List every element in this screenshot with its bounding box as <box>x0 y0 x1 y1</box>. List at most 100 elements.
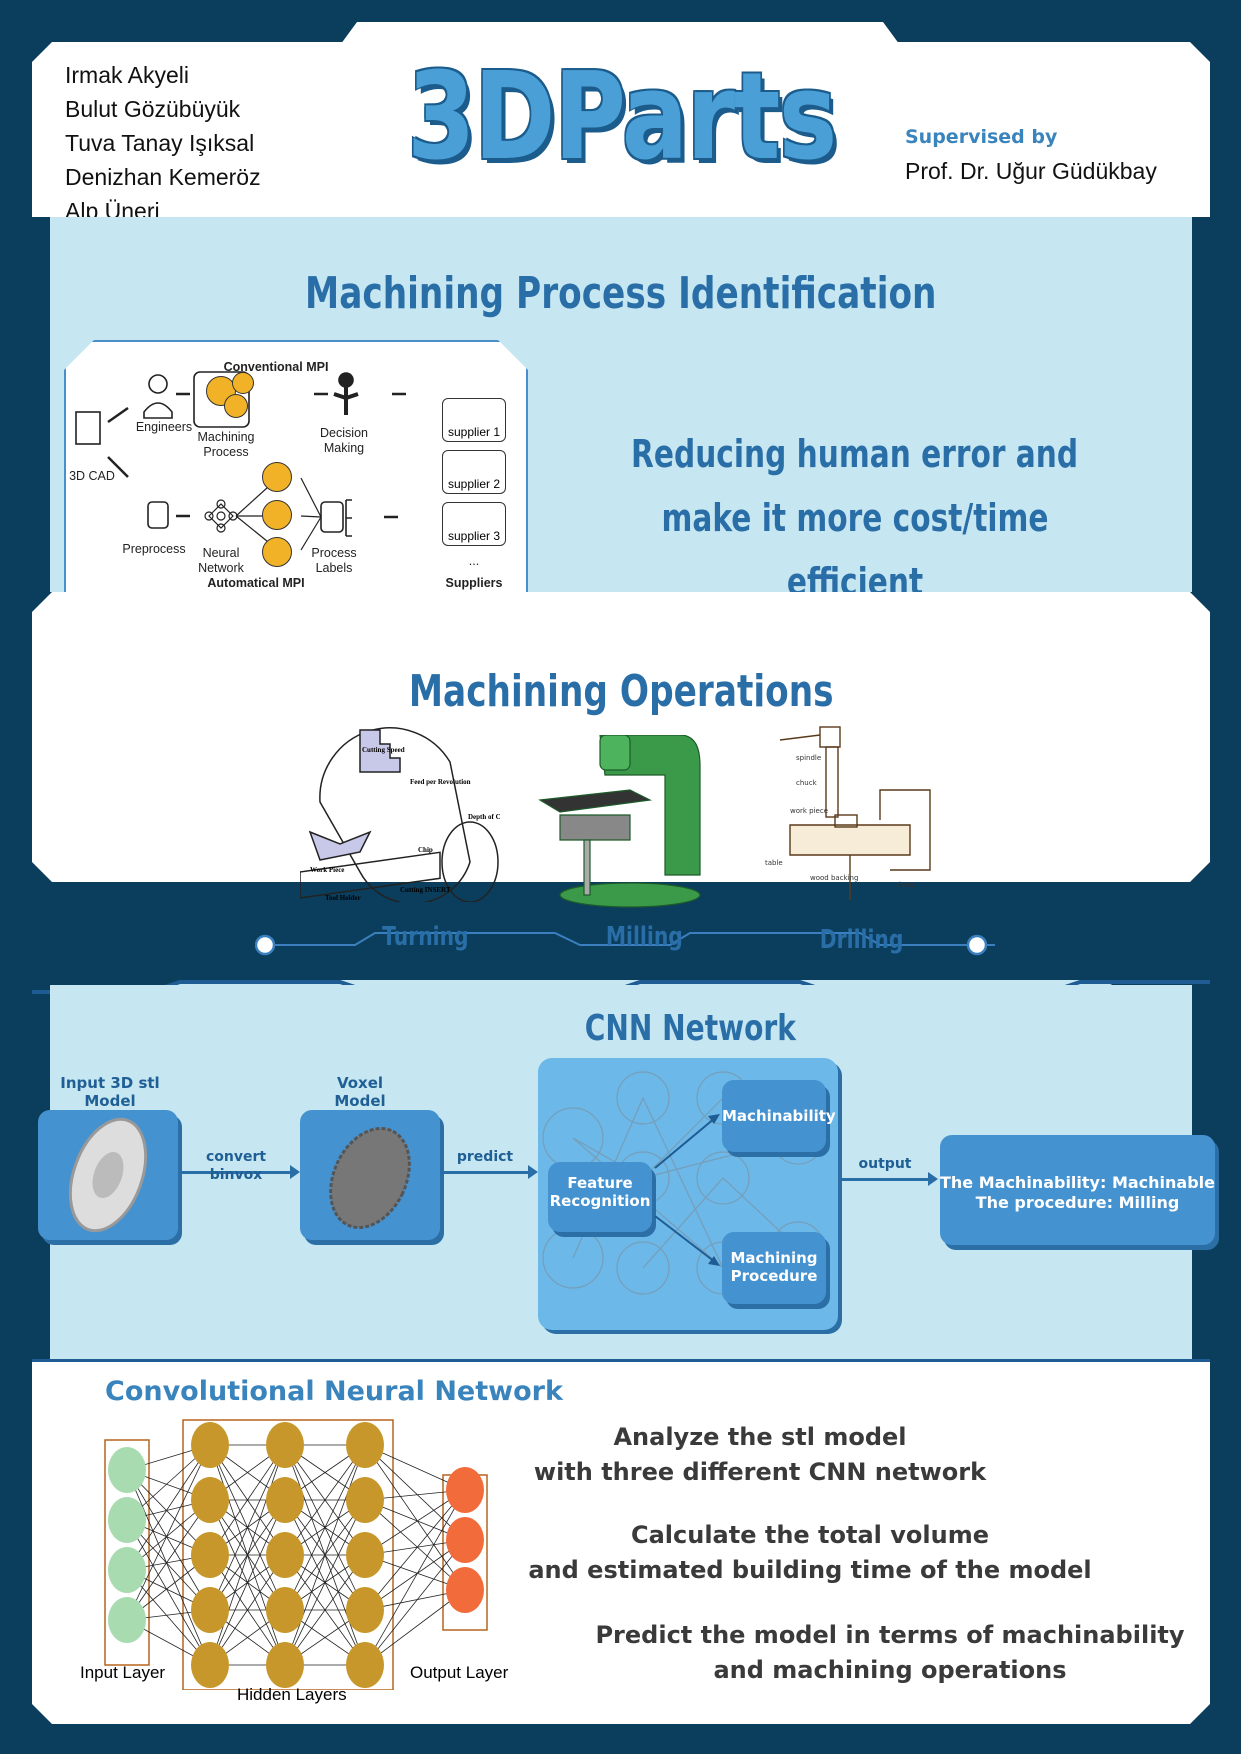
author: Bulut Gözübüyük <box>65 96 241 122</box>
hidden-neuron <box>191 1477 229 1523</box>
mpi-diagram: Conventional MPI Engineers Machining Pro… <box>64 340 528 632</box>
supervisor-name: Prof. Dr. Uğur Güdükbay <box>905 158 1157 184</box>
convert-arrow <box>180 1165 300 1179</box>
output-neuron <box>446 1517 484 1563</box>
output-layer-label: Output Layer <box>410 1663 509 1682</box>
connection <box>364 1489 466 1611</box>
drilling-label: work piece <box>790 807 828 815</box>
drilling-label: chuck <box>796 779 818 787</box>
hidden-neuron <box>191 1642 229 1688</box>
input-model-box <box>38 1110 178 1240</box>
turning-label: Depth of Cut <box>468 813 500 821</box>
connection <box>364 1539 466 1611</box>
process-labels-label: Process Labels <box>311 546 357 575</box>
connection <box>126 1444 211 1571</box>
preprocess-label: Preprocess <box>122 542 186 556</box>
output-arrow <box>842 1172 938 1186</box>
connection <box>364 1499 466 1591</box>
connection <box>364 1589 466 1666</box>
op-turning: Turning <box>382 922 469 952</box>
voxel-label: Voxel Model <box>334 1074 386 1110</box>
hidden-neuron <box>266 1532 304 1578</box>
connection <box>126 1519 211 1666</box>
author: Denizhan Kemeröz <box>65 164 261 190</box>
hidden-neuron <box>346 1587 384 1633</box>
turning-label: Tool Holder <box>325 894 361 902</box>
conventional-label: Conventional MPI <box>223 360 329 374</box>
supervised-label: Supervised by <box>905 126 1058 148</box>
connection <box>364 1444 466 1591</box>
connection <box>284 1444 366 1556</box>
connection <box>209 1554 286 1666</box>
input-layer-frame <box>104 1439 150 1666</box>
author-list: Irmak Akyeli Bulut Gözübüyük Tuva Tanay … <box>65 58 261 228</box>
engineers-label: Engineers <box>135 420 193 434</box>
automatical-label: Automatical MPI <box>207 576 305 590</box>
operations-timeline <box>255 932 995 956</box>
input-label: Input 3D stl Model <box>60 1074 160 1110</box>
turning-illustration: Cutting Speed Feed per Revolution Depth … <box>300 727 500 902</box>
connection <box>284 1554 366 1666</box>
input-neuron <box>108 1547 146 1593</box>
bullet-point: Predict the model in terms of machinabil… <box>595 1621 1185 1684</box>
input-neuron <box>108 1497 146 1543</box>
ellipsis: ... <box>468 554 480 568</box>
machining-process-label: Machining Process <box>197 430 255 459</box>
result-procedure: The procedure: Milling <box>975 1193 1180 1212</box>
drilling-label: clamp <box>895 881 917 889</box>
voxel-model-icon <box>329 1126 411 1230</box>
hidden-layers-frame <box>182 1419 394 1690</box>
output-neuron <box>446 1567 484 1613</box>
connection <box>284 1444 366 1666</box>
connection <box>364 1539 466 1666</box>
hidden-neuron <box>266 1422 304 1468</box>
drilling-label: spindle <box>796 754 821 762</box>
turning-label: Cutting INSERT <box>400 886 451 894</box>
output-label: output <box>858 1156 912 1172</box>
cnn-title: Convolutional Neural Network <box>105 1376 563 1407</box>
output-neuron <box>446 1467 484 1513</box>
milling-illustration <box>538 735 701 908</box>
input-layer-label: Input Layer <box>80 1663 166 1682</box>
connection <box>284 1499 366 1666</box>
connection <box>209 1444 286 1611</box>
hidden-neuron <box>346 1642 384 1688</box>
connection <box>364 1489 466 1666</box>
result-box: The Machinability: Machinable The proced… <box>940 1135 1215 1245</box>
gear-model-icon <box>68 1117 148 1233</box>
predict-arrow <box>442 1165 538 1179</box>
header <box>32 42 1210 217</box>
hidden-layers-label: Hidden Layers <box>237 1685 347 1704</box>
convert-label: convert binvox <box>205 1149 267 1183</box>
drilling-illustration: spindle chuck work piece table wood back… <box>765 726 931 900</box>
author: Irmak Akyeli <box>65 62 189 88</box>
drilling-label: wood backing <box>810 874 858 882</box>
connection <box>126 1469 211 1611</box>
mpi-title: Machining Process Identification <box>305 268 937 319</box>
neural-network-diagram <box>104 1419 488 1690</box>
hidden-neuron <box>346 1532 384 1578</box>
turning-label: Chip <box>418 846 433 854</box>
section-divider <box>32 980 1210 994</box>
connection <box>364 1444 466 1541</box>
mpi-diagram-shapes <box>75 371 406 551</box>
connection <box>126 1444 211 1621</box>
hidden-neuron <box>266 1477 304 1523</box>
author: Tuva Tanay Işıksal <box>65 130 255 156</box>
tagline-line: Reducing human error and <box>631 432 1079 476</box>
hidden-neuron <box>191 1532 229 1578</box>
drilling-label: table <box>765 859 783 867</box>
op-milling: Milling <box>605 922 683 952</box>
feature-recognition-box: Feature Recognition <box>548 1162 652 1232</box>
logo: 3DParts <box>407 48 837 187</box>
turning-label: Cutting Speed <box>362 746 405 754</box>
feature-arrows <box>654 1114 720 1266</box>
connection <box>284 1444 366 1611</box>
supplier-3: supplier 3 <box>442 502 506 546</box>
section-divider <box>32 1359 1210 1363</box>
hidden-neuron <box>191 1422 229 1468</box>
turning-label: Work Piece <box>310 866 344 874</box>
machining-procedure-box: Machining Procedure <box>722 1232 826 1304</box>
